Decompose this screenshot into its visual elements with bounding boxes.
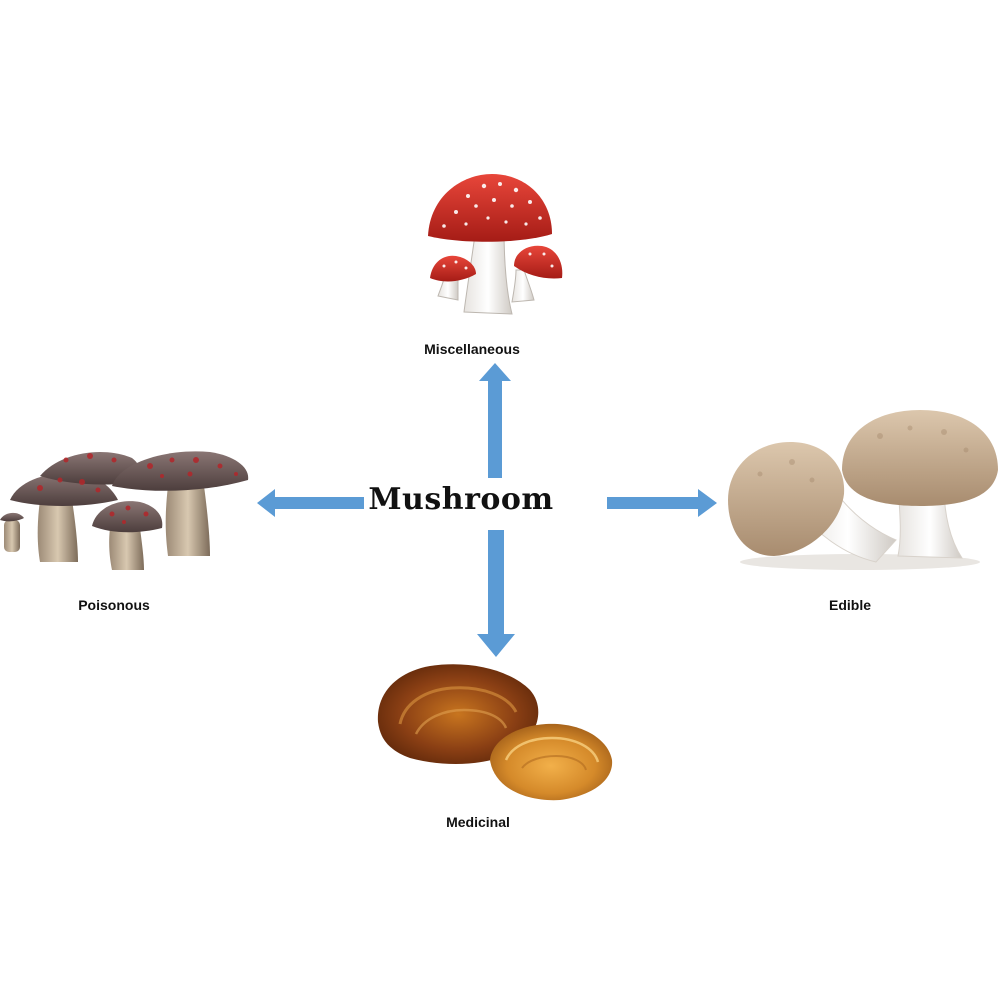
- branch-label-medicinal: Medicinal: [446, 814, 510, 830]
- spotted-mushroom-cluster-icon: [0, 451, 249, 570]
- button-mushroom-icon: [728, 410, 998, 570]
- reishi-mushroom-icon: [377, 664, 613, 801]
- branch-label-miscellaneous: Miscellaneous: [424, 341, 520, 357]
- branch-label-poisonous: Poisonous: [78, 597, 150, 613]
- center-title: Mushroom: [368, 482, 554, 517]
- arrow-left: [257, 489, 364, 517]
- arrow-up: [479, 363, 511, 478]
- arrow-down: [477, 530, 515, 657]
- arrow-right: [607, 489, 717, 517]
- fly-agaric-mushroom-icon: [428, 174, 563, 315]
- branch-label-edible: Edible: [828, 597, 872, 613]
